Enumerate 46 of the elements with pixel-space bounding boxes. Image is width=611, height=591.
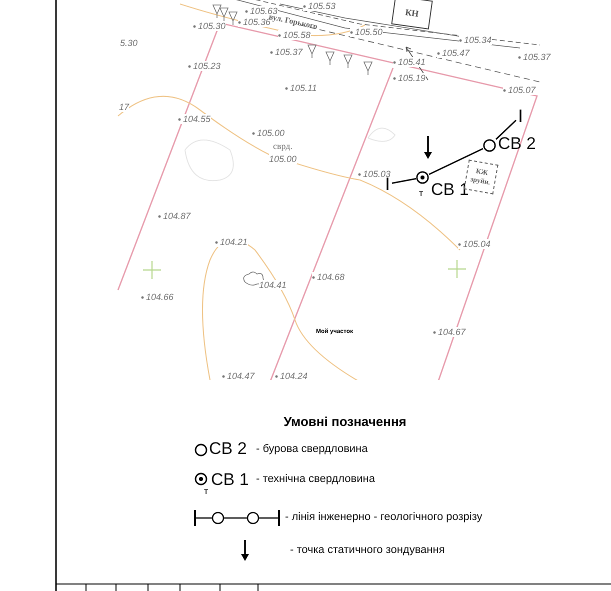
elevation-mark: 105.11 bbox=[285, 83, 317, 93]
elevation-mark: 105.37 bbox=[270, 47, 303, 57]
elevation-mark: 105.41 bbox=[393, 57, 426, 67]
building-outline: КН bbox=[391, 0, 433, 30]
section-line bbox=[428, 148, 484, 176]
elevation-mark: 105.00 bbox=[252, 128, 285, 138]
borehole-label: СВ 2 bbox=[209, 439, 247, 459]
section-line bbox=[496, 120, 516, 140]
legend-text: - технічна свердловина bbox=[256, 473, 375, 485]
elevation-mark: 17 bbox=[119, 102, 130, 112]
section-end-mark: I bbox=[516, 106, 525, 126]
elevation-mark: 105.53 bbox=[303, 1, 336, 11]
elevation-mark: 105.30 bbox=[193, 21, 226, 31]
map-note: сврд. bbox=[273, 141, 292, 151]
elevation-mark: 104.47 bbox=[222, 371, 255, 381]
borehole-label: СВ 2 bbox=[498, 134, 536, 154]
legend-title: Умовні позначення bbox=[282, 414, 408, 429]
legend-text: - точка статичного зондування bbox=[290, 544, 445, 556]
elevation-mark: 105.47 bbox=[437, 48, 470, 58]
elevation-mark: 105.04 bbox=[458, 239, 491, 249]
elevation-mark: 104.87 bbox=[158, 211, 191, 221]
elevation-mark: 105.23 bbox=[188, 61, 221, 71]
elevation-mark: 105.03 bbox=[358, 169, 391, 179]
section-line bbox=[392, 178, 416, 184]
elevation-mark: 105.19 bbox=[393, 73, 426, 83]
drill-borehole-symbol bbox=[483, 139, 496, 152]
elevation-mark: 104.21 bbox=[215, 237, 248, 247]
borehole-index: т bbox=[419, 188, 424, 198]
legend-text: - бурова свердловина bbox=[256, 443, 368, 455]
elevation-mark: 105.00 bbox=[269, 154, 297, 164]
elevation-mark: 105.07 bbox=[503, 85, 536, 95]
elevation-mark: 104.68 bbox=[312, 272, 345, 282]
elevation-mark: 104.41 bbox=[259, 280, 287, 290]
elevation-mark: 104.66 bbox=[141, 292, 174, 302]
elevation-mark: 105.63 bbox=[245, 6, 278, 16]
elevation-mark: 105.58 bbox=[278, 30, 311, 40]
elevation-mark: 105.50 bbox=[350, 27, 383, 37]
elevation-mark: 105.34 bbox=[459, 35, 492, 45]
legend-text: - лінія інженерно - геологічного розрізу bbox=[285, 511, 482, 523]
borehole-label: СВ 1 bbox=[211, 470, 249, 490]
borehole-index: т bbox=[204, 486, 208, 496]
elevation-mark: 105.37 bbox=[518, 52, 551, 62]
elevation-mark: 5.30 bbox=[120, 38, 138, 48]
elevation-mark: 104.67 bbox=[433, 327, 466, 337]
elevation-mark: 104.24 bbox=[275, 371, 308, 381]
elevation-mark: 104.55 bbox=[178, 114, 211, 124]
